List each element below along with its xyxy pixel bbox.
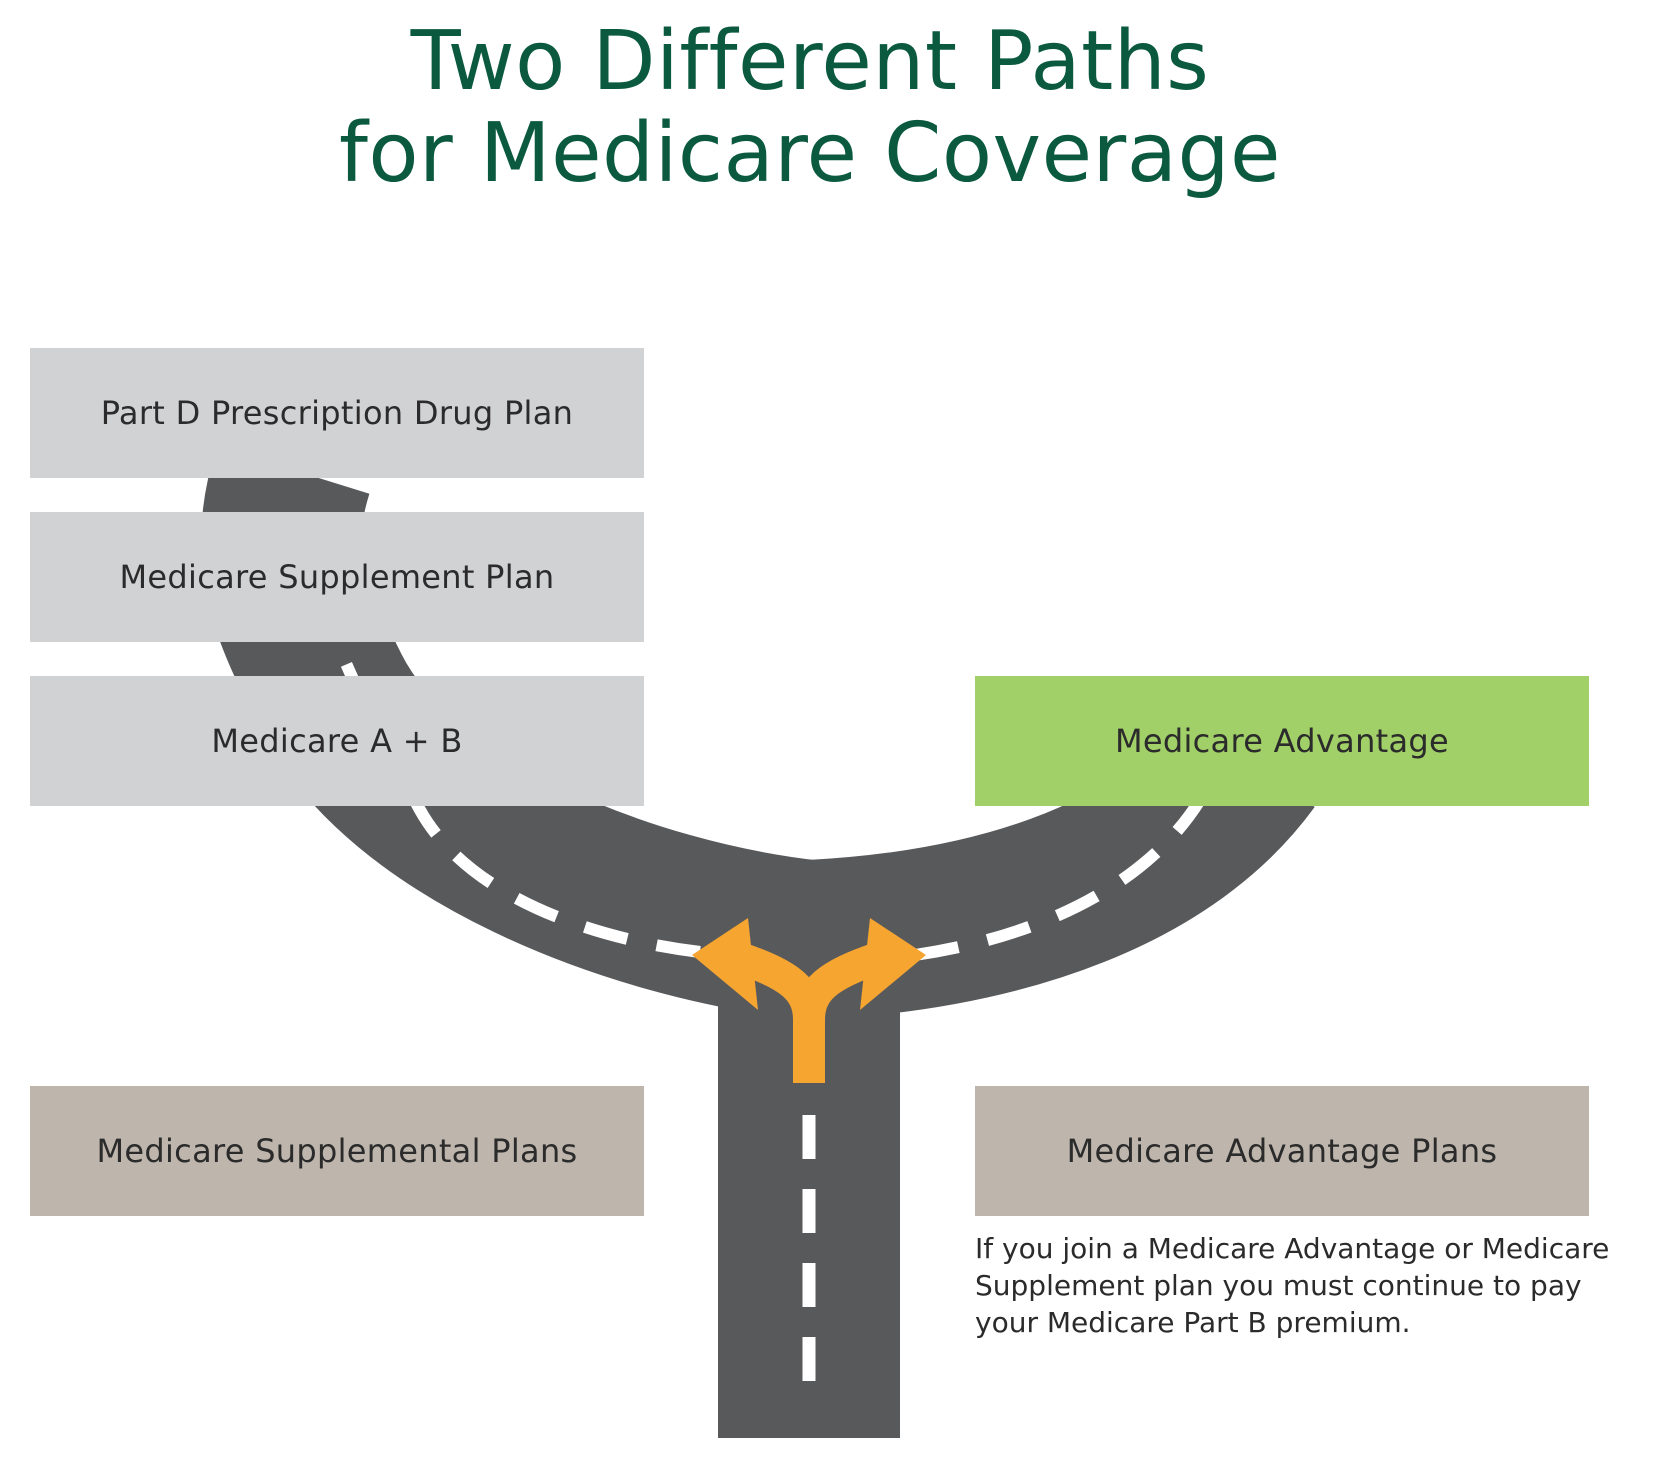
medicare-advantage-box: Medicare Advantage [975, 676, 1589, 806]
lane-marking-right [914, 796, 1206, 961]
premium-note-line-2: Supplement plan you must continue to pay [975, 1269, 1582, 1302]
page-title-line-1: Two Different Paths [410, 14, 1210, 109]
fork-arrow-head-right [860, 918, 926, 1010]
advantage-plans-category-label: Medicare Advantage Plans [1066, 1132, 1498, 1170]
medicare-advantage-label: Medicare Advantage [1114, 722, 1450, 760]
supplement-plan-label: Medicare Supplement Plan [119, 558, 555, 596]
fork-arrow-head-left [692, 918, 758, 1010]
supplemental-plans-category-label: Medicare Supplemental Plans [96, 1132, 578, 1170]
medicare-a-b-box: Medicare A + B [30, 676, 644, 806]
premium-note-line-3: your Medicare Part B premium. [975, 1306, 1411, 1339]
advantage-plans-category-box: Medicare Advantage Plans [975, 1086, 1589, 1216]
part-d-plan-label: Part D Prescription Drug Plan [100, 394, 574, 432]
part-d-plan-box: Part D Prescription Drug Plan [30, 348, 644, 478]
supplement-plan-box: Medicare Supplement Plan [30, 512, 644, 642]
premium-note: If you join a Medicare Advantage or Medi… [975, 1230, 1675, 1341]
supplemental-plans-category-box: Medicare Supplemental Plans [30, 1086, 644, 1216]
medicare-a-b-label: Medicare A + B [211, 722, 463, 760]
premium-note-line-1: If you join a Medicare Advantage or Medi… [975, 1232, 1610, 1265]
fork-arrow-shaft-right [793, 942, 884, 1021]
fork-arrow-icon [692, 918, 926, 1083]
page-title-line-2: for Medicare Coverage [339, 106, 1281, 201]
